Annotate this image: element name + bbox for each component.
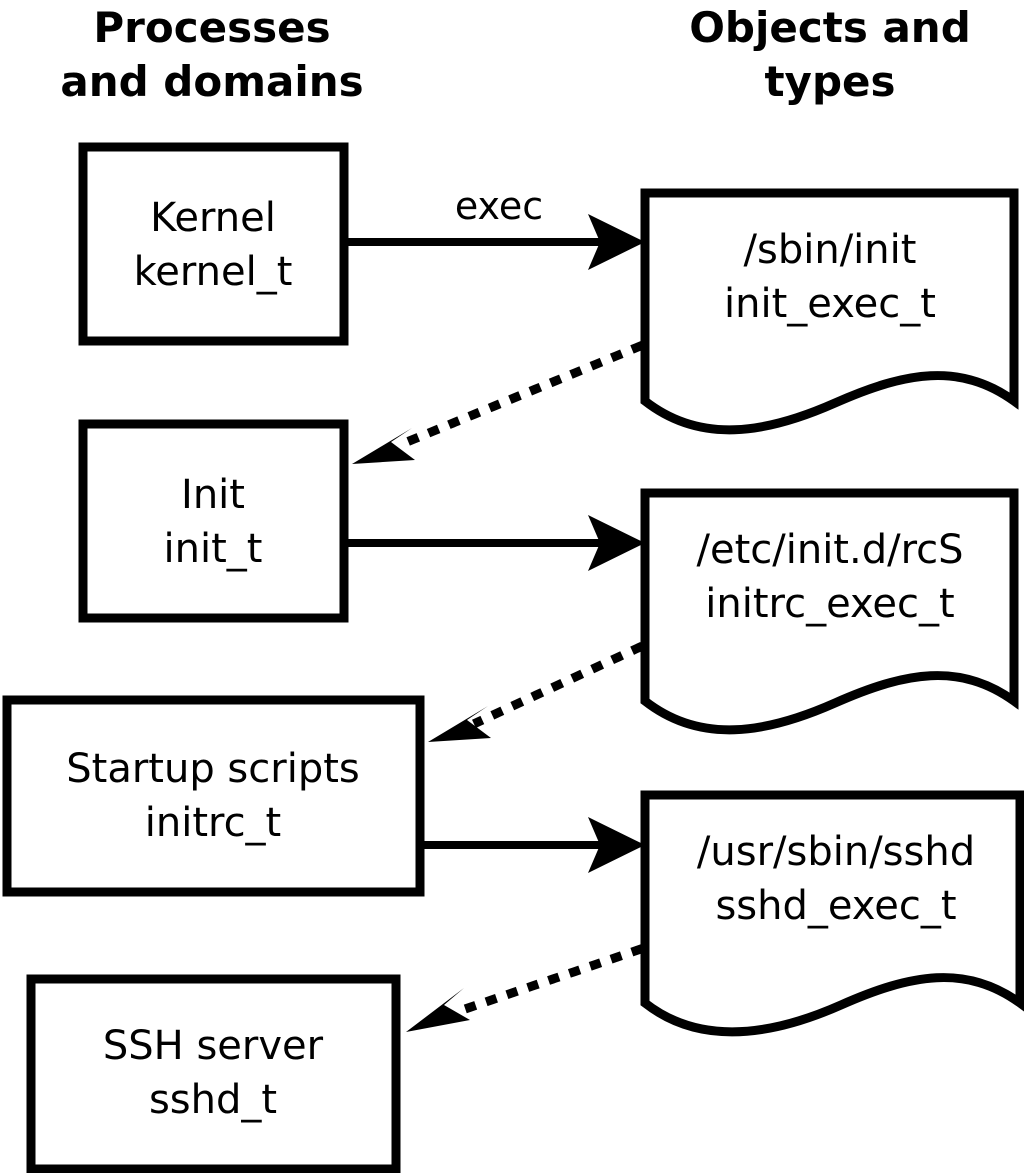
node-label-line2: initrc_t xyxy=(145,800,282,846)
process-node-init[interactable]: Init init_t xyxy=(78,419,349,623)
node-box xyxy=(78,419,349,623)
edge-line xyxy=(462,944,644,1014)
arrow-head-icon xyxy=(406,988,470,1032)
process-node-startup-scripts[interactable]: Startup scripts initrc_t xyxy=(2,695,425,897)
document-shape xyxy=(640,790,1024,1037)
node-box xyxy=(2,695,425,897)
document-shape xyxy=(640,188,1019,435)
node-box xyxy=(78,142,349,346)
object-node-sshd-exec[interactable]: /usr/sbin/sshd sshd_exec_t xyxy=(640,790,1024,1037)
node-label-line2: kernel_t xyxy=(134,249,293,295)
node-label-line2: initrc_exec_t xyxy=(705,581,954,627)
node-label-line2: init_exec_t xyxy=(724,281,936,327)
arrow-head-icon xyxy=(588,817,645,873)
edge-init-to-initrc-exec xyxy=(348,515,645,571)
node-label-line1: Startup scripts xyxy=(66,746,359,792)
edge-line xyxy=(396,341,644,450)
node-label-line1: /usr/sbin/sshd xyxy=(697,829,975,875)
edge-sshd-exec-to-sshd xyxy=(406,944,644,1032)
node-box xyxy=(26,974,401,1173)
column-heading-processes-line2: and domains xyxy=(60,57,363,106)
node-label-line2: sshd_exec_t xyxy=(715,883,956,929)
edge-label-exec: exec xyxy=(455,184,543,228)
process-node-kernel[interactable]: Kernel kernel_t xyxy=(78,142,349,346)
arrow-head-icon xyxy=(588,214,645,270)
arrow-head-icon xyxy=(428,706,491,742)
arrow-head-icon xyxy=(352,428,415,464)
node-label-line1: Init xyxy=(181,472,245,518)
node-label-line1: SSH server xyxy=(103,1023,324,1069)
node-label-line1: Kernel xyxy=(150,195,276,241)
edge-initrc-to-sshd-exec xyxy=(424,817,645,873)
node-label-line1: /etc/init.d/rcS xyxy=(696,527,963,573)
process-node-ssh-server[interactable]: SSH server sshd_t xyxy=(26,974,401,1173)
column-heading-objects-line2: types xyxy=(764,57,895,106)
edge-initrc-exec-to-initrc xyxy=(428,642,644,742)
object-node-initrc-exec[interactable]: /etc/init.d/rcS initrc_exec_t xyxy=(640,488,1019,735)
node-label-line1: /sbin/init xyxy=(744,227,917,273)
node-label-line2: init_t xyxy=(164,526,263,572)
edge-line xyxy=(472,642,644,728)
node-label-line2: sshd_t xyxy=(149,1077,277,1123)
edge-kernel-to-init-exec: exec xyxy=(348,184,645,270)
arrow-head-icon xyxy=(588,515,645,571)
column-heading-processes-line1: Processes xyxy=(93,3,330,52)
column-heading-objects-line1: Objects and xyxy=(689,3,971,52)
edge-init-exec-to-init xyxy=(352,341,644,464)
document-shape xyxy=(640,488,1019,735)
object-node-init-exec[interactable]: /sbin/init init_exec_t xyxy=(640,188,1019,435)
